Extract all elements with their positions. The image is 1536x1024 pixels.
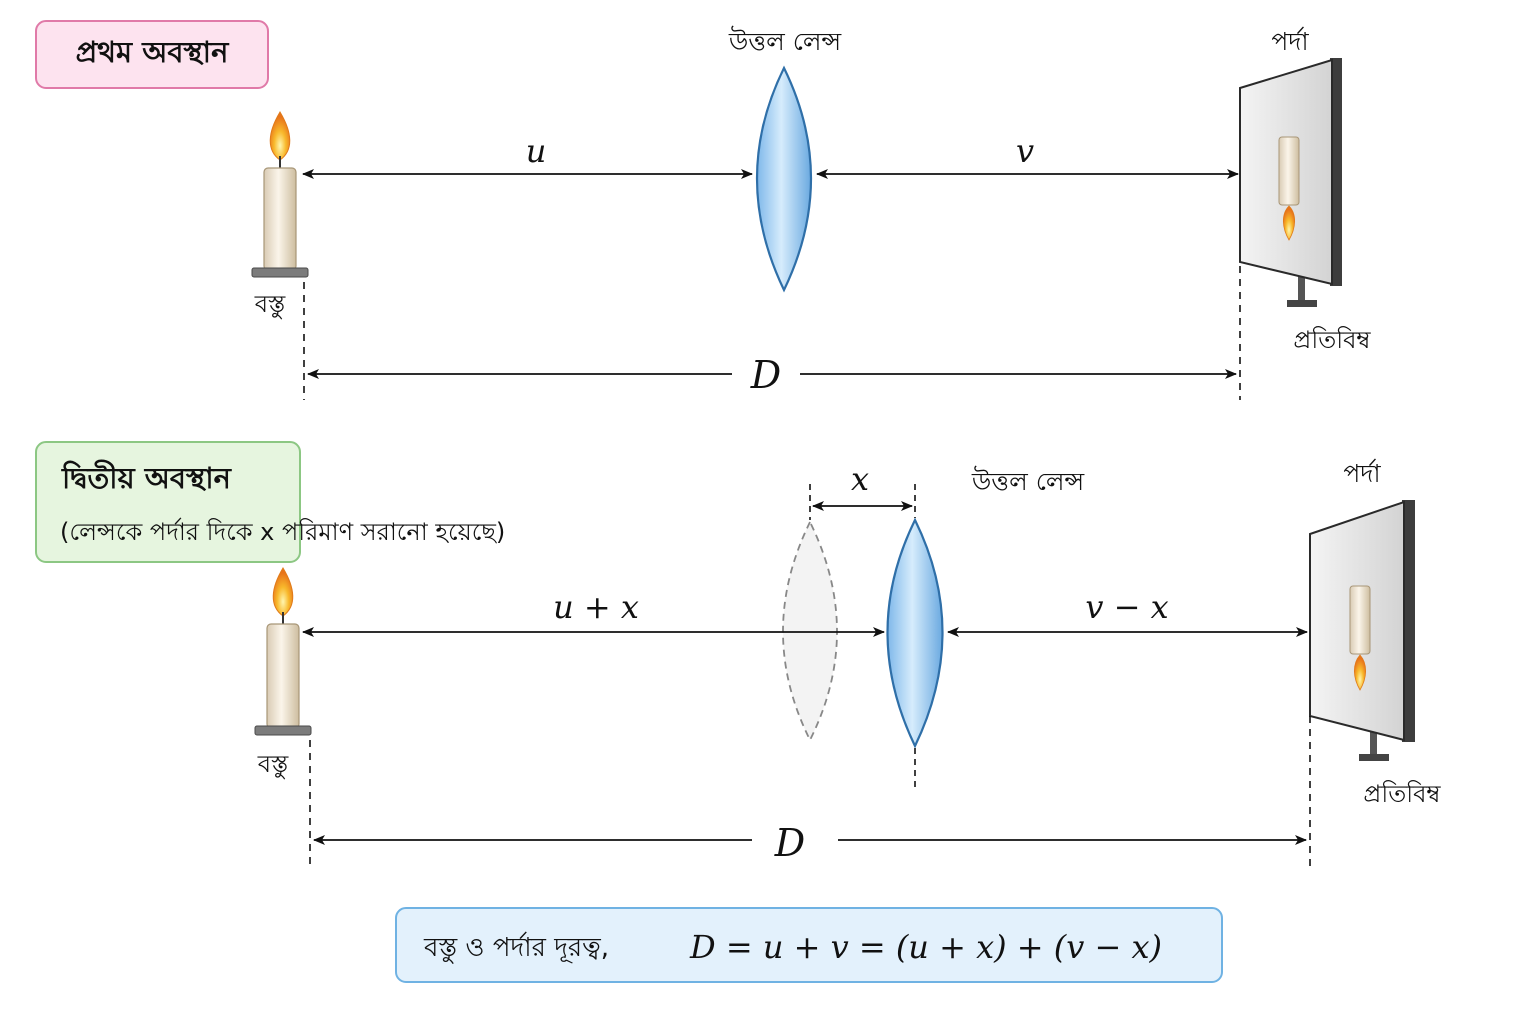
image-label-2: প্রতিবিম্ব	[1363, 780, 1441, 808]
first-position-title-box	[35, 20, 269, 89]
second-position-title-box	[35, 441, 301, 563]
candle-object-1	[251, 111, 309, 278]
equation-formula: D = u + v = (u + x) + (v − x)	[689, 928, 1162, 966]
inverted-flame-icon	[1282, 205, 1296, 241]
v-minus-x-label: v − x	[1085, 588, 1168, 626]
lens-label-1: উত্তল লেন্স	[728, 26, 842, 56]
equation-prefix: বস্তু ও পর্দার দূরত্ব,	[423, 932, 609, 964]
u-label: u	[526, 132, 547, 170]
candle-object-2	[254, 567, 312, 736]
second-position: দ্বিতীয় অবস্থান (লেন্সকে পর্দার দিকে x …	[35, 441, 1441, 866]
first-position-title: প্রথম অবস্থান	[76, 35, 230, 69]
convex-lens-1	[755, 65, 813, 293]
lens-label-2: উত্তল লেন্স	[971, 466, 1085, 496]
screen-2	[1309, 500, 1415, 761]
screen-label-2: পর্দা	[1343, 459, 1381, 488]
convex-lens-2	[886, 517, 944, 749]
x-shift-label: x	[851, 460, 869, 498]
u-plus-x-label: u + x	[553, 588, 639, 626]
v-label: v	[1016, 132, 1034, 170]
screen-label-1: পর্দা	[1271, 27, 1309, 56]
second-position-title: দ্বিতীয় অবস্থান	[61, 459, 233, 495]
equation-box: বস্তু ও পর্দার দূরত্ব, D = u + v = (u + …	[395, 907, 1223, 983]
old-lens-position	[782, 519, 838, 743]
object-label-2: বস্তু	[257, 750, 289, 779]
inverted-image-1	[1278, 136, 1300, 241]
d-label-1: D	[750, 353, 781, 397]
first-position: প্রথম অবস্থান বস্তু উত্তল লেন্স পর্দা প্…	[35, 20, 1371, 400]
inverted-flame-icon	[1353, 654, 1367, 691]
inverted-image-2	[1349, 585, 1371, 691]
second-position-subtitle: (লেন্সকে পর্দার দিকে x পরিমাণ সরানো হয়ে…	[60, 517, 505, 546]
image-label-1: প্রতিবিম্ব	[1293, 326, 1371, 354]
flame-icon	[269, 111, 291, 161]
flame-icon	[272, 567, 294, 617]
screen-1	[1239, 58, 1342, 307]
d-label-2: D	[774, 821, 805, 865]
object-label-1: বস্তু	[254, 290, 286, 319]
